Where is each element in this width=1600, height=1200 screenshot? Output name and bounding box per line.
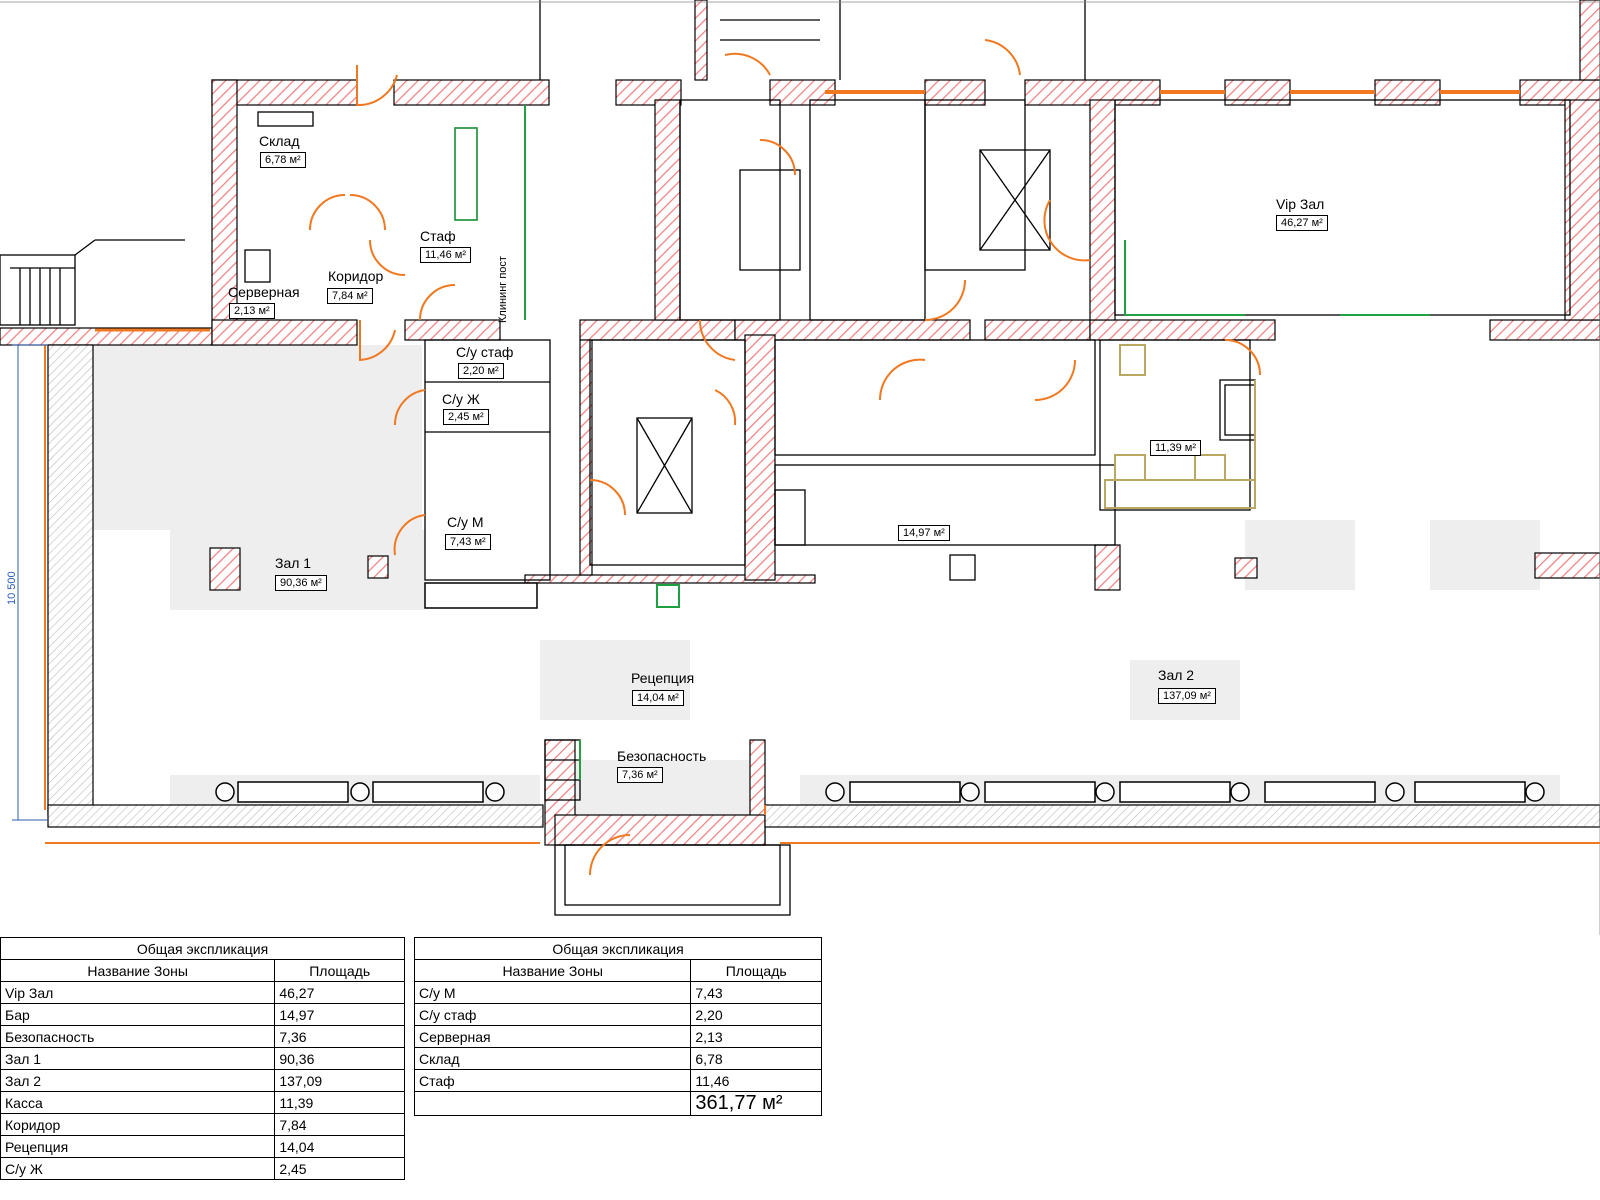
room-su-zh-name: С/у Ж bbox=[442, 391, 480, 407]
room-sklad-name: Склад bbox=[259, 133, 300, 149]
col-header-area: Площадь bbox=[690, 959, 822, 982]
total-area: 361,77 м² bbox=[690, 1091, 822, 1116]
room-kassa-area: 11,39 м² bbox=[1150, 440, 1201, 456]
explication-table-right: Общая экспликация Название Зоны Площадь … bbox=[413, 937, 822, 1116]
room-bar-area: 14,97 м² bbox=[898, 525, 950, 541]
floor-plan-drawing bbox=[0, 0, 1600, 935]
room-vip-area: 46,27 м² bbox=[1276, 215, 1328, 231]
radiators bbox=[215, 582, 1545, 803]
room-vip-name: Vip Зал bbox=[1276, 196, 1325, 212]
room-koridor-name: Коридор bbox=[328, 268, 384, 284]
room-sklad-area: 6,78 м² bbox=[260, 152, 306, 168]
col-header-name: Название Зоны bbox=[0, 959, 276, 982]
room-servernaya-name: Серверная bbox=[228, 284, 300, 300]
cleaning-post-label: Клининг пост bbox=[497, 256, 509, 323]
dimension-label: 10 500 bbox=[6, 571, 18, 605]
room-zal1-name: Зал 1 bbox=[275, 555, 312, 571]
col-header-name: Название Зоны bbox=[413, 959, 692, 982]
room-zal2-name: Зал 2 bbox=[1158, 667, 1195, 683]
table-total-row: 361,77 м² bbox=[413, 1091, 822, 1116]
room-servernaya-area: 2,13 м² bbox=[229, 303, 275, 319]
col-header-area: Площадь bbox=[274, 959, 405, 982]
room-su-staf-area: 2,20 м² bbox=[458, 363, 504, 379]
doors bbox=[44, 39, 1600, 876]
room-zal2-area: 137,09 м² bbox=[1158, 688, 1216, 704]
kassa-counter bbox=[1104, 344, 1256, 509]
room-reception-name: Рецепция bbox=[631, 670, 695, 686]
room-security-area: 7,36 м² bbox=[617, 767, 663, 783]
room-staf-name: Стаф bbox=[420, 228, 456, 244]
dimension-line bbox=[12, 344, 48, 821]
exterior-walls bbox=[47, 344, 1600, 828]
room-zal1-area: 90,36 м² bbox=[275, 575, 327, 591]
green-fixtures bbox=[454, 105, 1430, 780]
room-su-staf-name: С/у стаф bbox=[456, 344, 514, 360]
floor-plan: Склад 6,78 м² Стаф 11,46 м² Коридор 7,84… bbox=[0, 0, 1600, 935]
table-title: Общая экспликация bbox=[414, 937, 822, 960]
room-su-m-area: 7,43 м² bbox=[445, 534, 491, 550]
room-su-m-name: С/у М bbox=[447, 514, 484, 530]
floor-shading bbox=[92, 345, 1560, 820]
room-koridor-area: 7,84 м² bbox=[327, 288, 373, 304]
room-su-zh-area: 2,45 м² bbox=[443, 409, 489, 425]
room-reception-area: 14,04 м² bbox=[632, 690, 684, 706]
explication-table-left: Общая экспликация Название Зоны Площадь … bbox=[0, 937, 405, 1180]
room-security-name: Безопасность bbox=[617, 748, 707, 764]
room-staf-area: 11,46 м² bbox=[420, 247, 471, 263]
table-title: Общая экспликация bbox=[0, 937, 405, 960]
